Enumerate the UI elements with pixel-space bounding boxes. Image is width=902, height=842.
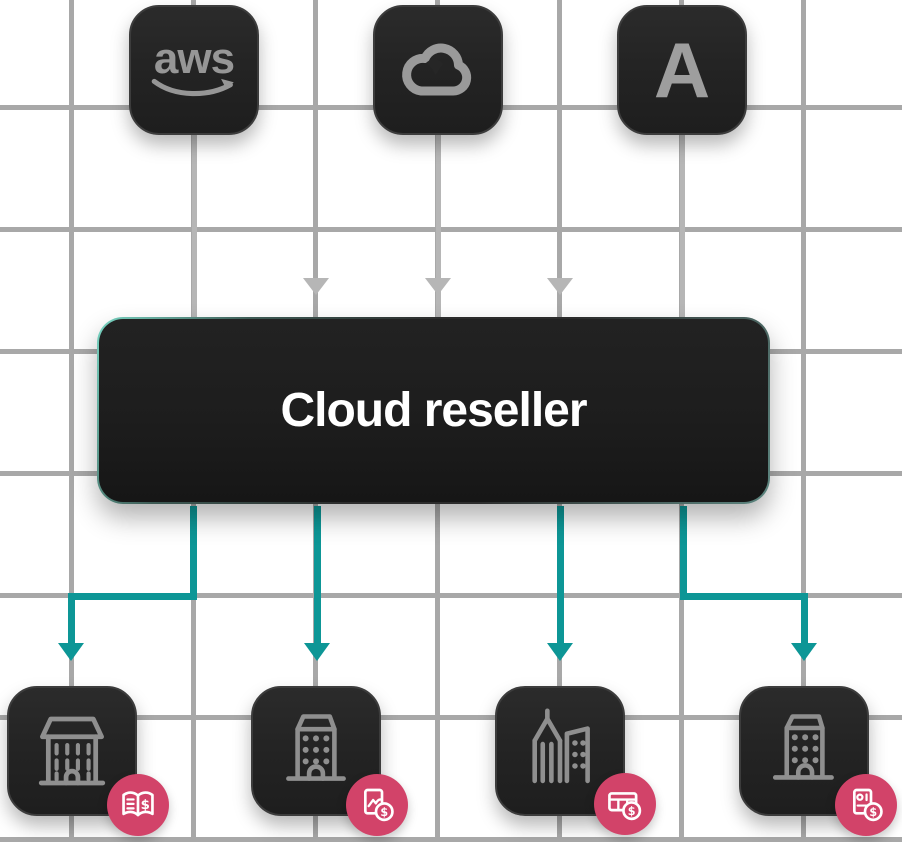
azure-a-icon: A bbox=[653, 26, 711, 114]
grid-line bbox=[0, 227, 902, 232]
price-book-icon: $ bbox=[122, 791, 154, 817]
teal-connector bbox=[189, 506, 197, 599]
arrowhead-down-icon bbox=[303, 278, 329, 295]
invoice-dollar-icon: $ bbox=[364, 788, 394, 822]
provider-tile-aws: aws bbox=[129, 5, 259, 135]
city-buildings-icon bbox=[532, 708, 590, 784]
cloud-reseller-box: Cloud reseller bbox=[97, 317, 770, 504]
billing-table-badge: $ bbox=[594, 773, 656, 835]
aws-smile-icon bbox=[151, 78, 234, 96]
teal-arrowhead-icon bbox=[791, 643, 817, 661]
teal-connector bbox=[800, 592, 808, 644]
teal-connector bbox=[67, 592, 197, 600]
cloud-icon bbox=[402, 43, 472, 96]
grid-line bbox=[801, 0, 806, 842]
receipt-dollar-icon: $ bbox=[853, 788, 883, 822]
customer-tile-1 bbox=[7, 686, 137, 816]
grid-line bbox=[0, 593, 902, 598]
receipt-dollar-badge: $ bbox=[835, 774, 897, 836]
teal-arrowhead-icon bbox=[547, 643, 573, 661]
provider-tile-azure: A bbox=[617, 5, 747, 135]
office-building-icon bbox=[772, 714, 834, 780]
building-arched-roof-icon bbox=[38, 716, 106, 786]
teal-connector bbox=[67, 592, 75, 644]
svg-text:$: $ bbox=[141, 798, 150, 813]
svg-text:$: $ bbox=[380, 806, 388, 819]
grid-line bbox=[0, 715, 902, 720]
connector-cloud-to-reseller bbox=[435, 133, 441, 317]
svg-text:$: $ bbox=[628, 805, 636, 818]
cloud-reseller-label: Cloud reseller bbox=[280, 384, 587, 437]
grid-line bbox=[69, 0, 74, 842]
aws-label: aws bbox=[153, 34, 235, 84]
teal-connector bbox=[313, 506, 321, 643]
teal-arrowhead-icon bbox=[304, 643, 330, 661]
provider-tile-google-cloud bbox=[373, 5, 503, 135]
grid-line bbox=[0, 837, 902, 842]
aws-logo-icon: aws bbox=[150, 34, 238, 99]
office-building-icon bbox=[286, 714, 346, 781]
arrowhead-down-icon bbox=[425, 278, 451, 295]
invoice-dollar-badge: $ bbox=[346, 774, 408, 836]
teal-connector bbox=[556, 506, 564, 643]
price-book-badge: $ bbox=[107, 774, 169, 836]
connector-aws-to-reseller bbox=[191, 133, 197, 317]
teal-connector bbox=[679, 506, 687, 599]
teal-arrowhead-icon bbox=[58, 643, 84, 661]
connector-azure-to-reseller bbox=[679, 133, 685, 317]
teal-connector bbox=[679, 592, 808, 600]
svg-text:$: $ bbox=[869, 806, 877, 819]
billing-table-icon: $ bbox=[608, 792, 642, 821]
arrowhead-down-icon bbox=[547, 278, 573, 295]
